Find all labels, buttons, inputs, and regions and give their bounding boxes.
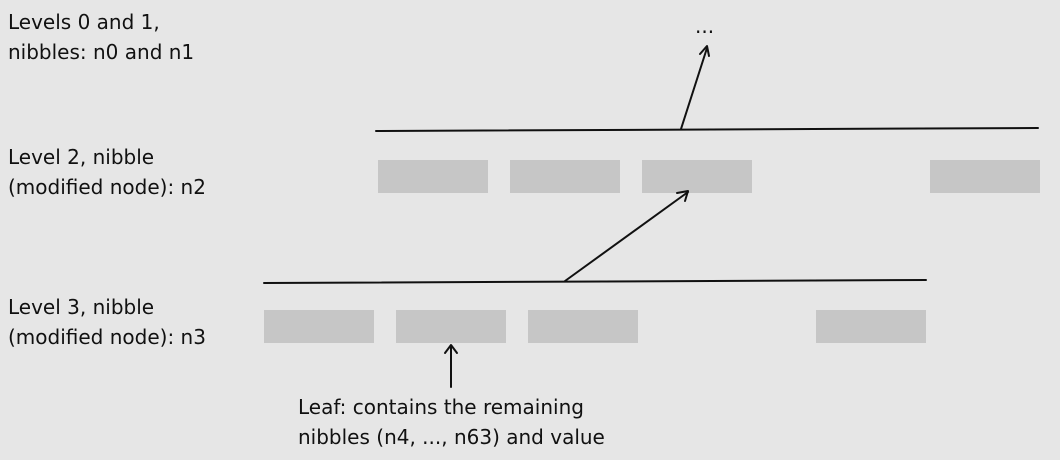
level-2-node-line <box>375 127 1039 132</box>
level-3-label: Level 3, nibble (modified node): n3 <box>8 292 206 352</box>
level-2-label-line1: Level 2, nibble <box>8 145 155 169</box>
level-3-label-line2: (modified node): n3 <box>8 325 206 349</box>
level-2-slot <box>930 160 1040 193</box>
level-2-label: Level 2, nibble (modified node): n2 <box>8 142 206 202</box>
level-3-slot <box>528 310 638 343</box>
level-3-label-line1: Level 3, nibble <box>8 295 155 319</box>
arrowhead-icon <box>676 190 689 202</box>
level-2-label-line2: (modified node): n2 <box>8 175 206 199</box>
leaf-label: Leaf: contains the remaining nibbles (n4… <box>298 392 605 452</box>
up-arrow-to-root <box>680 47 708 130</box>
level-3-node-line <box>263 279 927 284</box>
levels-0-1-label-line2: nibbles: n0 and n1 <box>8 40 195 64</box>
level-3-slot-leaf <box>396 310 506 343</box>
arrowhead-icon <box>444 344 458 354</box>
level-2-slot-modified <box>642 160 752 193</box>
levels-0-1-label-line1: Levels 0 and 1, <box>8 10 160 34</box>
level-2-slot <box>378 160 488 193</box>
ellipsis-label: ... <box>695 14 715 38</box>
level-3-slot <box>816 310 926 343</box>
levels-0-1-label: Levels 0 and 1, nibbles: n0 and n1 <box>8 7 194 67</box>
up-arrow-to-level-2 <box>564 191 689 282</box>
leaf-label-line1: Leaf: contains the remaining <box>298 395 584 419</box>
leaf-label-line2: nibbles (n4, ..., n63) and value <box>298 425 605 449</box>
level-2-slot <box>510 160 620 193</box>
arrowhead-icon <box>699 45 710 57</box>
level-3-slot <box>264 310 374 343</box>
